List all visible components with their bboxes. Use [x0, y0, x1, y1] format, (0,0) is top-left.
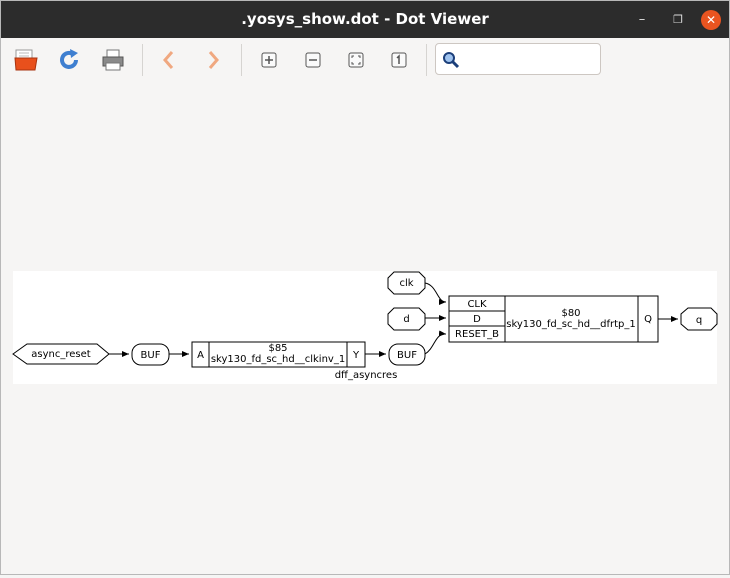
edge-clk — [424, 282, 447, 305]
dfrtp-id: $80 — [561, 308, 580, 319]
dfrtp-port-reset: RESET_B — [455, 329, 499, 340]
zoom-fit-icon — [348, 52, 364, 68]
toolbar-separator — [426, 44, 427, 76]
clk-label: clk — [399, 278, 413, 289]
close-button[interactable]: ✕ — [701, 10, 721, 30]
dfrtp-cell[interactable] — [448, 295, 659, 343]
clkinv-cell[interactable] — [191, 341, 366, 368]
minimize-button[interactable]: – — [638, 12, 646, 27]
d-label: d — [403, 314, 409, 325]
back-button[interactable] — [154, 46, 184, 74]
maximize-button[interactable]: ❐ — [673, 13, 683, 26]
reload-button[interactable] — [54, 46, 84, 74]
window-title: .yosys_show.dot - Dot Viewer — [241, 10, 489, 28]
clk-node[interactable] — [387, 271, 426, 295]
buf-label: BUF — [397, 350, 417, 361]
open-button[interactable] — [11, 46, 41, 74]
zoom-out-button[interactable] — [298, 46, 328, 74]
async-reset-node[interactable] — [12, 343, 110, 365]
print-icon — [102, 49, 124, 71]
forward-icon — [208, 51, 219, 69]
async-reset-label: async_reset — [31, 349, 90, 360]
search-icon — [443, 52, 460, 69]
toolbar-separator — [142, 44, 143, 76]
edge-buf-reset — [424, 330, 447, 355]
clkinv-id: $85 — [268, 343, 287, 354]
buf-node[interactable] — [131, 343, 170, 366]
zoom-in-icon — [261, 52, 277, 68]
graph-drawing[interactable]: async_reset BUF A $85 sky130_fd_sc_hd__c… — [1, 83, 729, 574]
zoom-fit-button[interactable] — [341, 46, 371, 74]
dfrtp-type: sky130_fd_sc_hd__dfrtp_1 — [506, 319, 636, 330]
back-icon — [163, 51, 174, 69]
zoom-100-button[interactable] — [384, 46, 414, 74]
dfrtp-port-d: D — [473, 314, 481, 325]
buf-node[interactable] — [388, 343, 426, 366]
q-label: q — [696, 315, 702, 326]
forward-button[interactable] — [198, 46, 228, 74]
zoom-100-icon — [391, 52, 407, 68]
dfrtp-port-q: Q — [644, 314, 652, 325]
d-node[interactable] — [387, 307, 426, 331]
toolbar-separator — [241, 44, 242, 76]
zoom-in-button[interactable] — [254, 46, 284, 74]
reload-icon — [60, 49, 78, 69]
graph-canvas[interactable]: async_reset BUF A $85 sky130_fd_sc_hd__c… — [1, 83, 729, 574]
clkinv-type: sky130_fd_sc_hd__clkinv_1 — [211, 354, 345, 365]
print-button[interactable] — [98, 46, 128, 74]
toolbar — [1, 38, 729, 83]
title-bar[interactable]: .yosys_show.dot - Dot Viewer – ❐ ✕ — [1, 1, 729, 38]
zoom-out-icon — [305, 52, 321, 68]
open-icon — [14, 49, 38, 71]
clkinv-port-a: A — [197, 350, 204, 361]
clkinv-port-y: Y — [352, 350, 360, 361]
buf-label: BUF — [141, 350, 161, 361]
module-label: dff_asyncres — [335, 370, 398, 381]
search-input[interactable] — [464, 49, 598, 71]
search-box[interactable] — [435, 43, 601, 75]
dfrtp-port-clk: CLK — [467, 299, 487, 310]
q-node[interactable] — [680, 307, 718, 331]
